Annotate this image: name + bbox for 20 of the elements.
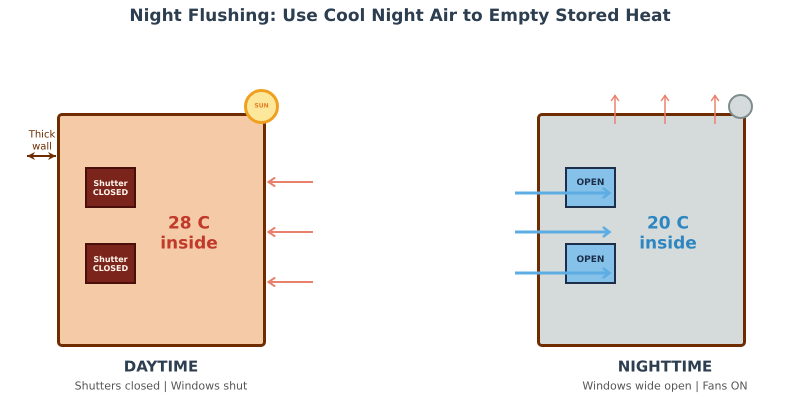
shutter-label: Shutter CLOSED — [92, 178, 130, 197]
wall-label: Thick wall — [28, 130, 56, 152]
moon-circle — [728, 94, 753, 119]
shutter-label: Shutter CLOSED — [92, 254, 130, 273]
temperature-text: 20 C inside — [638, 214, 698, 254]
shutter-panel — [85, 243, 136, 284]
window-panel — [565, 167, 616, 208]
house-panel — [537, 113, 746, 347]
temperature-text: 28 C inside — [159, 214, 219, 254]
panel-caption: Shutters closed | Windows shut — [74, 380, 248, 394]
window-panel — [565, 243, 616, 284]
panel-heading: NIGHTTIME — [618, 358, 712, 376]
panel-caption: Windows wide open | Fans ON — [582, 380, 748, 394]
house-panel — [57, 113, 266, 347]
shutter-panel — [85, 167, 136, 208]
title: Night Flushing: Use Cool Night Air to Empty Stored Heat — [129, 7, 671, 27]
window-label: OPEN — [576, 254, 604, 266]
panel-heading: DAYTIME — [124, 358, 198, 376]
sun-circle — [244, 89, 279, 124]
window-label: OPEN — [576, 178, 604, 188]
